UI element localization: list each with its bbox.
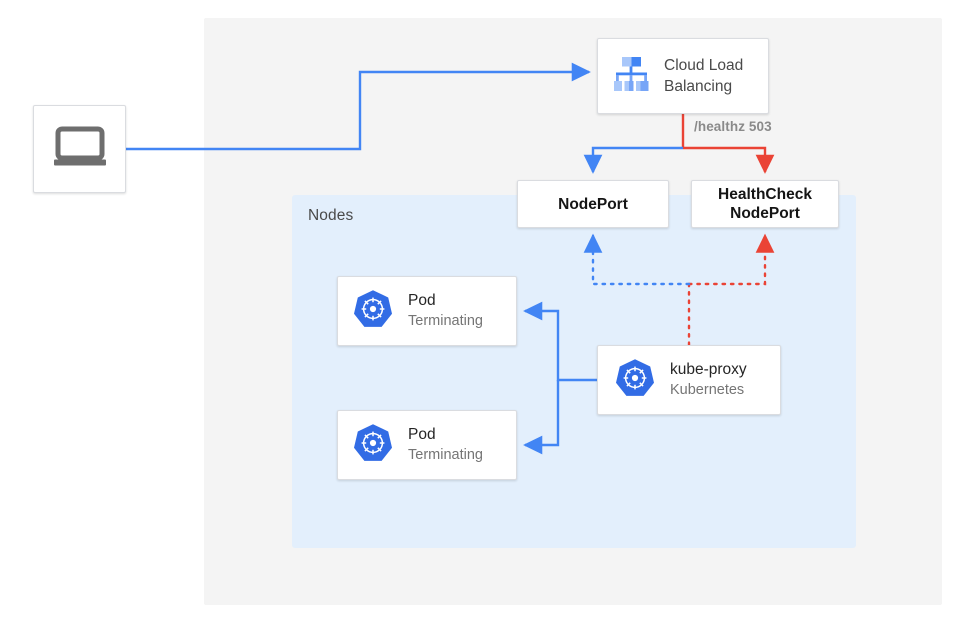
- pod-status: Terminating: [408, 447, 483, 463]
- nodeport-label: NodePort: [558, 195, 628, 213]
- healthcheck-nodeport-card[interactable]: HealthCheck NodePort: [691, 180, 839, 228]
- nodeport-card[interactable]: NodePort: [517, 180, 669, 228]
- pod-status: Terminating: [408, 313, 483, 329]
- kubernetes-icon: [352, 422, 394, 469]
- kube-proxy-title: kube-proxy: [670, 361, 747, 378]
- kubernetes-icon: [352, 288, 394, 335]
- kube-proxy-card[interactable]: kube-proxy Kubernetes: [597, 345, 781, 415]
- healthz-edge-label: /healthz 503: [694, 119, 772, 134]
- client-device-card[interactable]: [33, 105, 126, 193]
- healthcheck-nodeport-label: HealthCheck NodePort: [718, 186, 812, 222]
- nodes-panel-label: Nodes: [308, 207, 354, 224]
- pod-text-group: Pod Terminating: [408, 291, 483, 331]
- pod-text-group: Pod Terminating: [408, 425, 483, 465]
- cloud-load-balancing-card[interactable]: Cloud Load Balancing: [597, 38, 769, 114]
- cloud-load-balancing-icon: [609, 52, 653, 101]
- kubernetes-icon: [614, 357, 656, 404]
- pod-card[interactable]: Pod Terminating: [337, 276, 517, 346]
- pod-card[interactable]: Pod Terminating: [337, 410, 517, 480]
- kube-proxy-text-group: kube-proxy Kubernetes: [670, 360, 747, 400]
- cloud-load-balancing-label: Cloud Load Balancing: [664, 57, 744, 95]
- laptop-icon: [52, 125, 108, 174]
- kube-proxy-subtitle: Kubernetes: [670, 382, 745, 398]
- pod-title: Pod: [408, 426, 436, 443]
- pod-title: Pod: [408, 292, 436, 309]
